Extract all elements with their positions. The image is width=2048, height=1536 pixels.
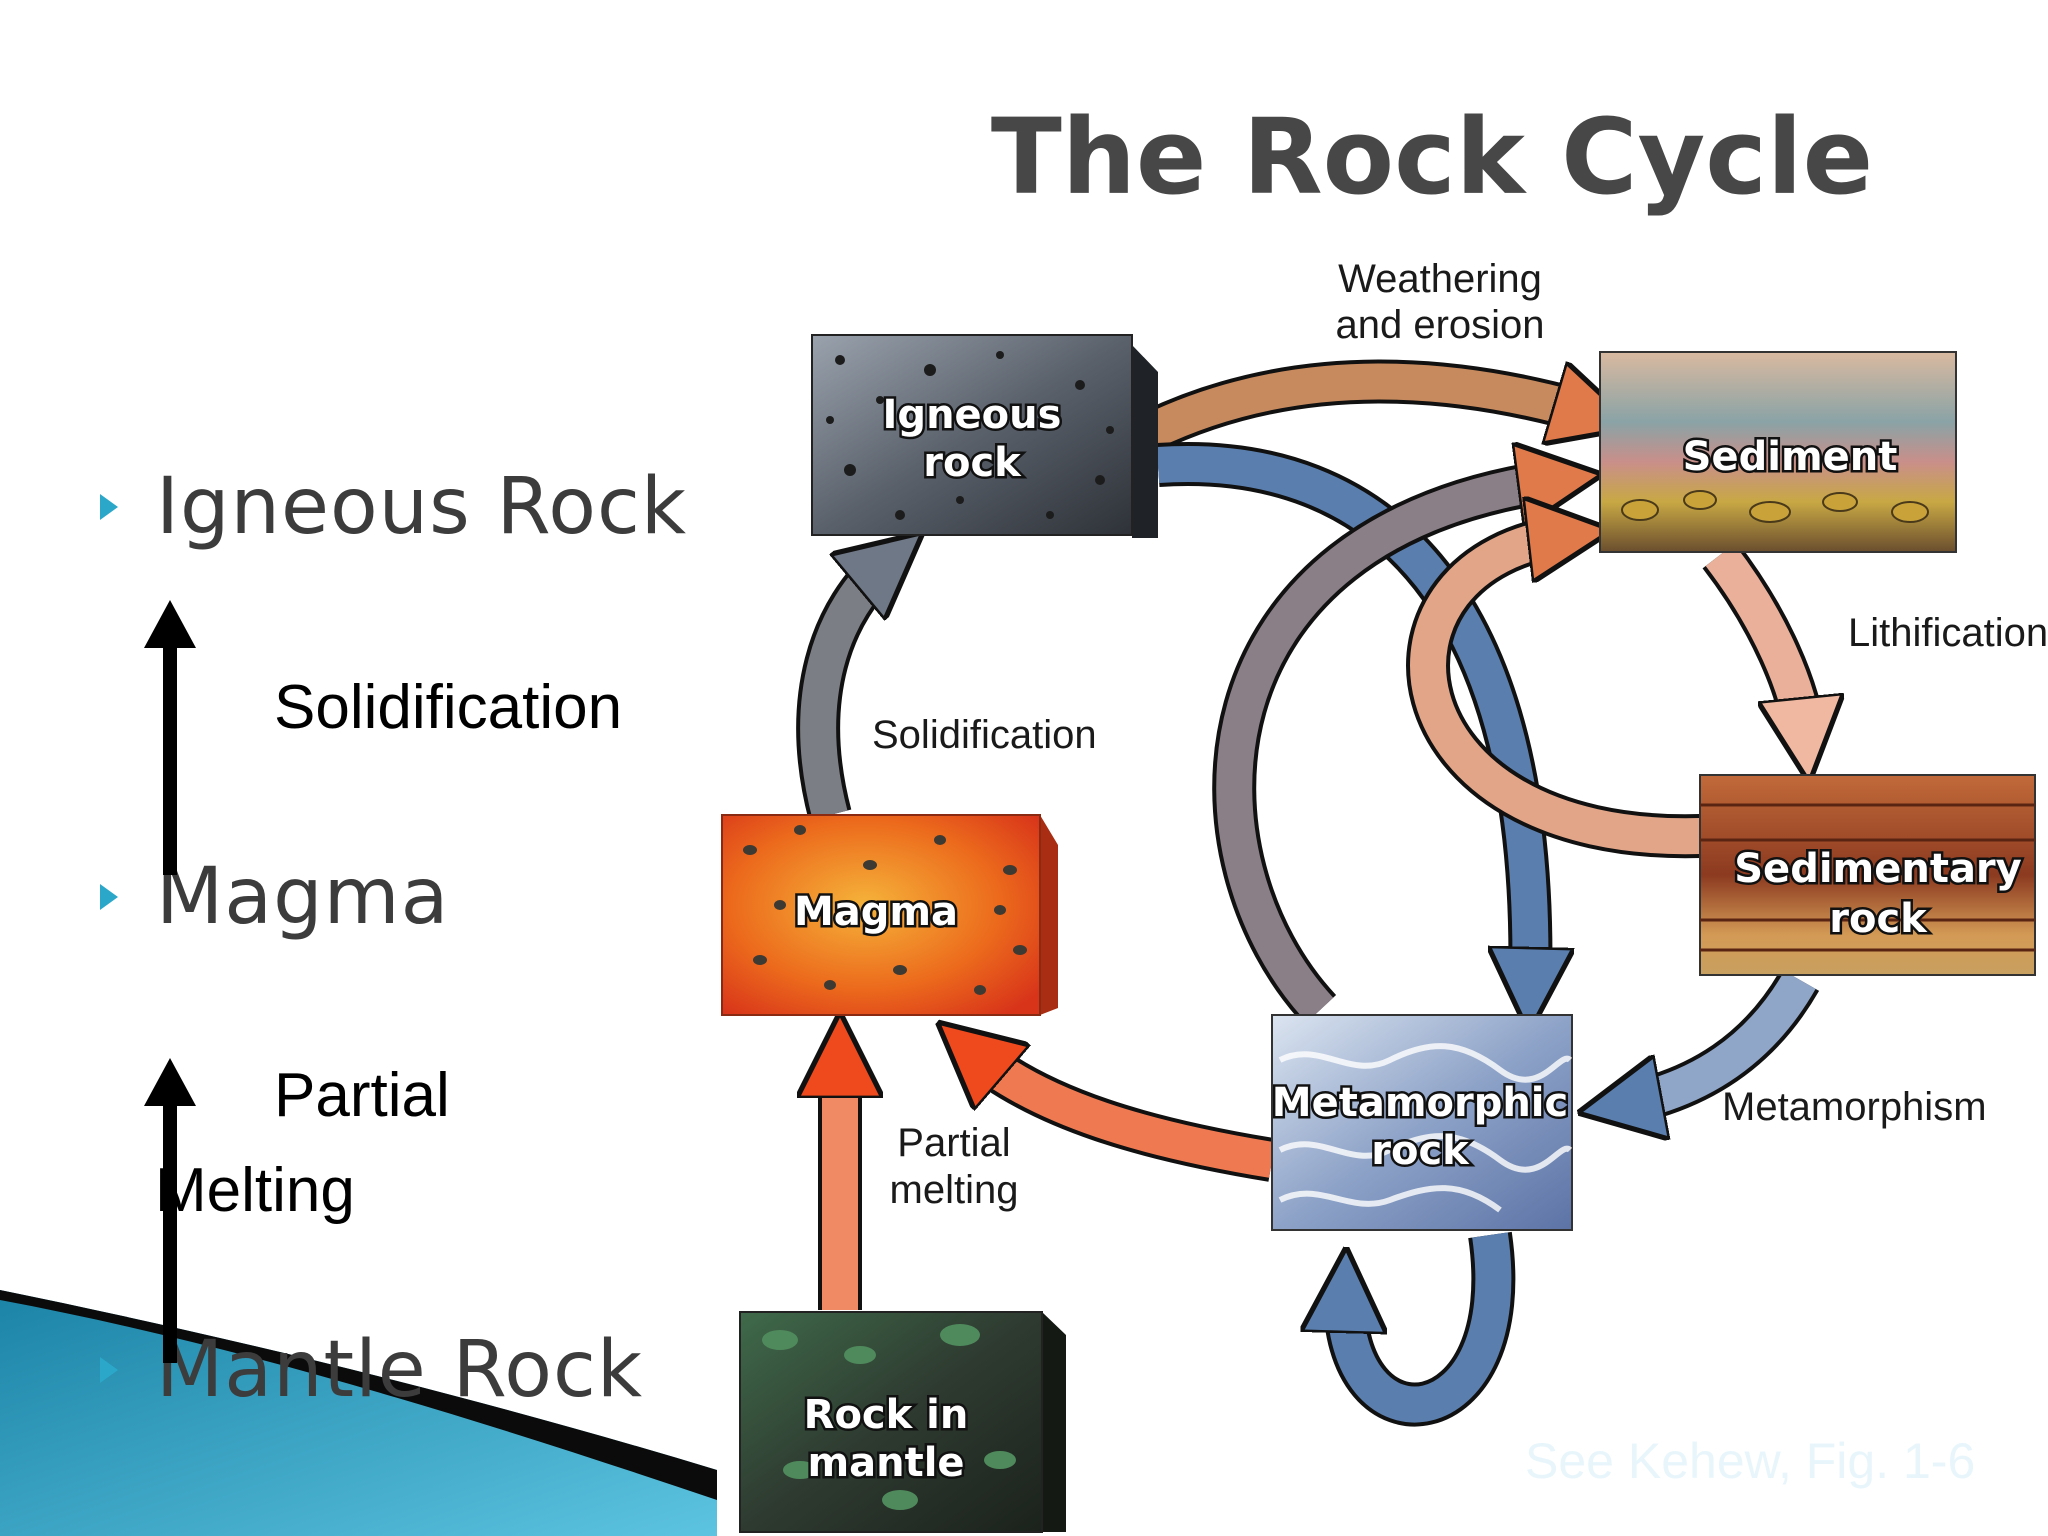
step-melting: Melting: [155, 1156, 355, 1225]
arrow-metamorphic-to-magma: [970, 1050, 1276, 1182]
corner-swoosh: [0, 1290, 717, 1536]
bullet-mantle-rock: Mantle Rock: [100, 1325, 643, 1415]
box-igneous-rock: Igneous rock: [811, 334, 1158, 538]
box-sedimentary-rock: Sedimentary rock: [1699, 774, 2036, 976]
label-weathering-line2: and erosion: [1335, 303, 1544, 347]
arrow-igneous-to-metamorphic: [1156, 442, 1530, 990]
metamorphic-swirls: [1278, 1043, 1573, 1213]
label-weathering-line1: Weathering: [1338, 257, 1542, 301]
diagram-title: The Rock Cycle: [991, 96, 1873, 218]
arrow-solidification: [796, 560, 890, 821]
sediment-label: Sediment: [1683, 434, 1898, 480]
label-partial-melting-line1: Partial: [897, 1121, 1010, 1165]
sedimentary-strata: [1700, 803, 2035, 952]
box-metamorphic-rock: Metamorphic rock: [1269, 1014, 1573, 1231]
label-metamorphism: Metamorphism: [1722, 1085, 1987, 1129]
igneous-label-line1: Igneous: [883, 392, 1062, 438]
igneous-label-line2: rock: [923, 440, 1022, 486]
igneous-speckles: [826, 351, 1114, 520]
mantle-blotches: [762, 1324, 1016, 1510]
arrow-metamorphic-to-sediment: [1212, 480, 1560, 1025]
bullet-magma: Magma: [100, 852, 449, 942]
arrow-metamorphism: [1620, 968, 1820, 1105]
sedimentary-label-line2: rock: [1829, 896, 1928, 942]
metamorphic-label-line1: Metamorphic: [1272, 1080, 1568, 1126]
step-solidification: Solidification: [274, 673, 623, 742]
mantle-label-line2: mantle: [807, 1440, 964, 1486]
bullet-label: Igneous Rock: [156, 462, 687, 552]
label-solidification: Solidification: [872, 713, 1097, 757]
arrow-lithification: [1702, 541, 1805, 740]
bullet-triangle-icon: [100, 884, 118, 910]
metamorphic-label-line2: rock: [1371, 1128, 1470, 1174]
arrow-weathering-erosion: [1140, 359, 1595, 452]
up-arrow-shaft: [163, 645, 177, 875]
up-arrow-shaft: [163, 1103, 177, 1363]
magma-label: Magma: [794, 889, 958, 935]
arrow-metamorphic-loop: [1345, 1231, 1516, 1427]
up-arrow-head-icon: [144, 600, 196, 648]
arrow-sedimentary-to-sediment: [1406, 535, 1701, 859]
label-lithification: Lithification: [1848, 611, 2048, 655]
sedimentary-label-line1: Sedimentary: [1734, 846, 2021, 892]
sediment-pebbles: [1621, 490, 1929, 523]
bullet-triangle-icon: [100, 1357, 118, 1383]
bullet-igneous-rock: Igneous Rock: [100, 462, 687, 552]
bullet-triangle-icon: [100, 494, 118, 520]
up-arrow-head-icon: [144, 1058, 196, 1106]
box-sediment: Sediment: [1599, 351, 1957, 553]
box-rock-in-mantle: Rock in mantle: [739, 1311, 1066, 1533]
bullet-label: Mantle Rock: [156, 1325, 644, 1415]
label-partial-melting-line2: melting: [890, 1168, 1019, 1212]
bullet-label: Magma: [156, 852, 450, 942]
figure-credit: See Kehew, Fig. 1-6: [1525, 1433, 1975, 1489]
mantle-label-line1: Rock in: [804, 1392, 969, 1438]
magma-crystals: [743, 825, 1027, 995]
step-partial: Partial: [274, 1061, 450, 1130]
box-magma: Magma: [721, 814, 1058, 1016]
